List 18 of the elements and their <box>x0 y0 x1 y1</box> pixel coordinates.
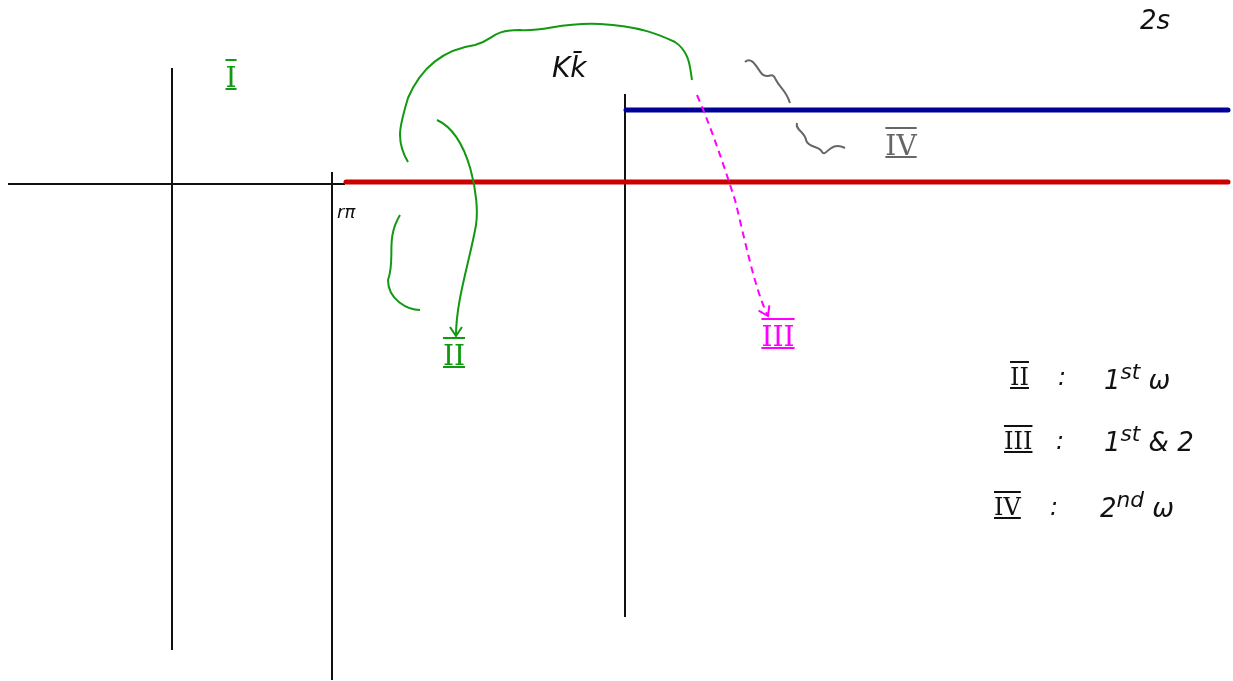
handwritten-note: 1$^{st}$ & 2 <box>1104 422 1194 458</box>
handwritten-note: 1$^{st}$ ω <box>1104 360 1171 396</box>
region-number: III <box>1004 428 1033 456</box>
handwritten-note: : <box>1058 364 1067 392</box>
region-number: II <box>1010 364 1029 392</box>
handwritten-note: : <box>1056 428 1065 456</box>
arrow <box>436 119 478 337</box>
handwritten-note: : <box>1050 494 1059 522</box>
region-label: I <box>206 58 256 98</box>
handwritten-note: 2$^{nd}$ ω <box>1100 488 1175 524</box>
handwritten-note: 2s <box>1140 6 1171 36</box>
region-label: IV <box>868 126 934 166</box>
handwritten-note: rπ <box>337 202 356 223</box>
region-label: II <box>428 336 480 376</box>
region-label: III <box>745 316 811 358</box>
arrow <box>696 94 771 317</box>
handwritten-note: Kk̄ <box>552 52 587 85</box>
region-number: IV <box>994 494 1021 522</box>
